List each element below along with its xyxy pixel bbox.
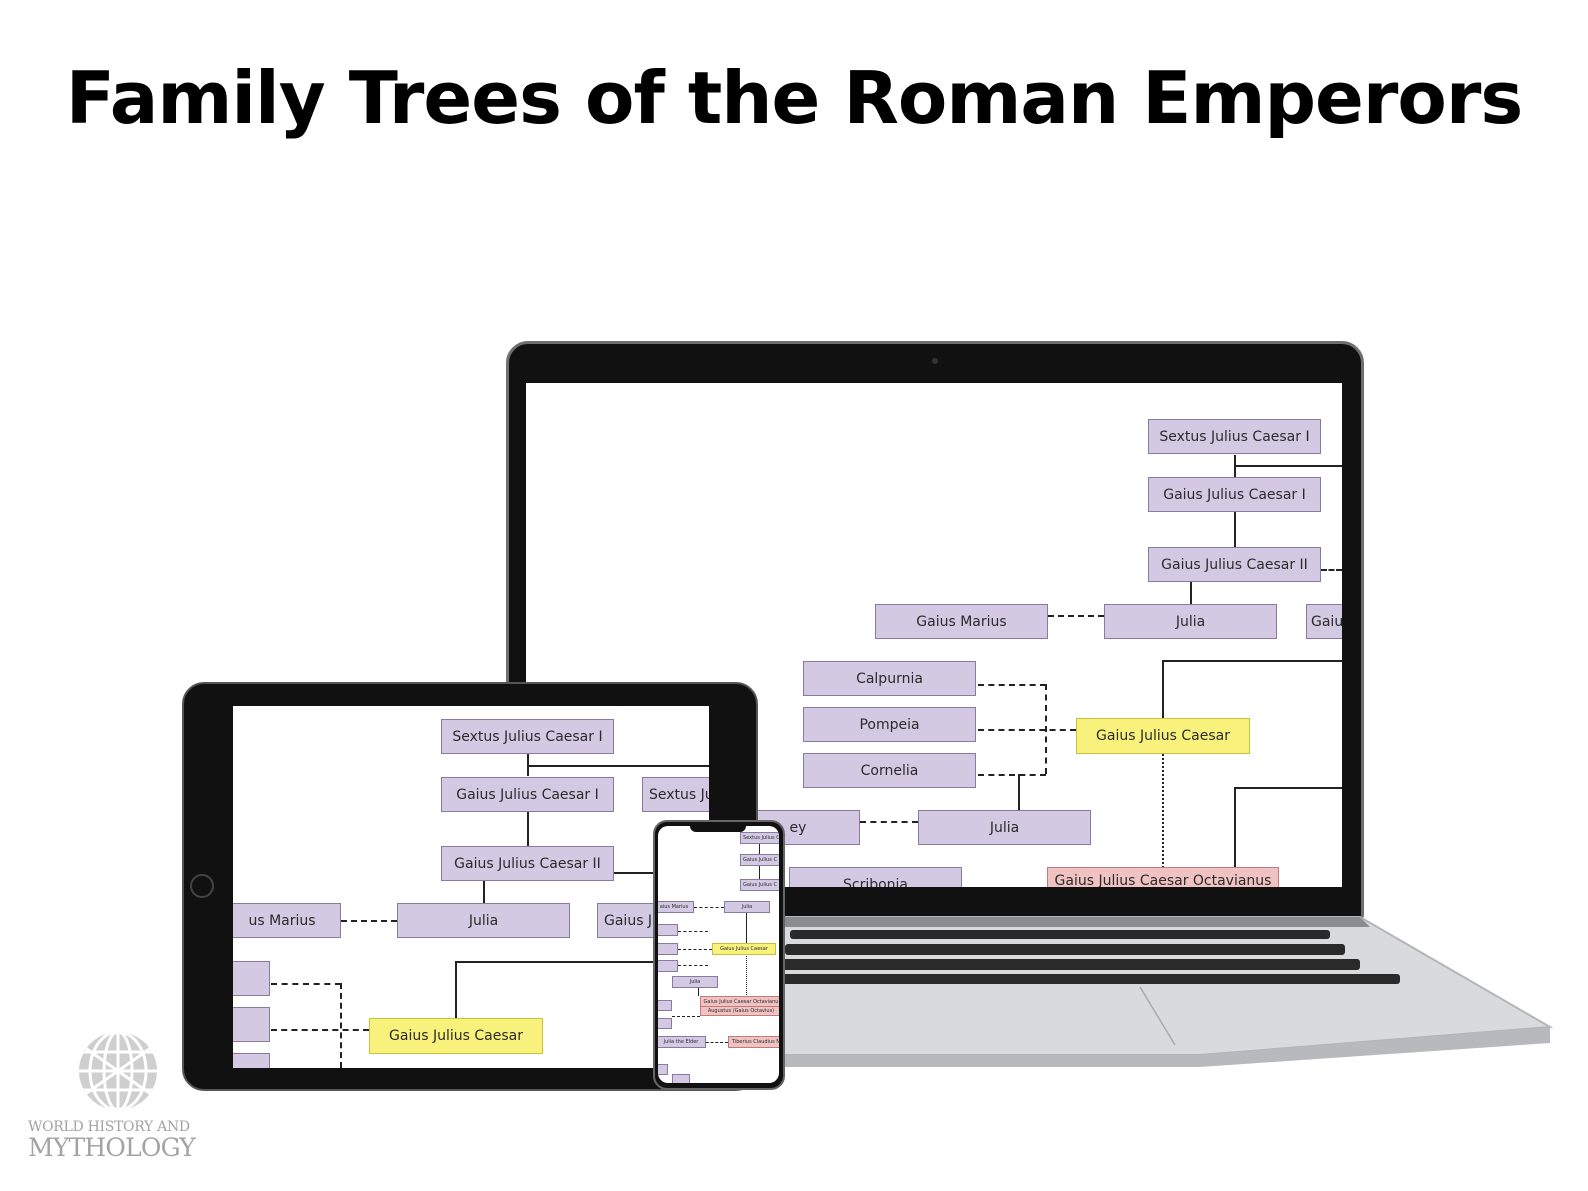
tree-node-left-4[interactable] [658,1000,672,1011]
tree-node-gaius-julius-caesar-i[interactable]: Gaius Julius Caesar I [441,777,614,812]
tree-node-octavianus[interactable]: Gaius Julius Caesar Octavianus [1047,867,1279,887]
tree-node-julia[interactable]: Julia [397,903,570,938]
tree-node-julia[interactable]: Julia [724,901,770,913]
tree-node-sextus-partial[interactable]: Sextus Ju [642,777,709,812]
tablet-home-button [190,874,214,898]
tablet-screen: Sextus Julius Caesar I Gaius Julius Caes… [233,706,709,1068]
tree-node-gaius-julius-caesar[interactable]: Gaius Julius Caesar [1076,718,1250,754]
tree-node-tiberius[interactable]: Tiberius Claudius N [728,1036,779,1048]
tree-node-gaius-julius-caesar-i[interactable]: Gaius Julius Caesar I [1148,477,1321,512]
tree-node-gaius-partial[interactable]: Gaiu [1306,604,1342,639]
tree-node-left-1[interactable] [233,961,270,996]
tree-node-caesar[interactable]: Gaius Julius Caesar [712,943,776,955]
tree-node-gaius-marius[interactable]: Gaius Marius [875,604,1048,639]
tree-node-gaius-i[interactable]: Gaius Julius C [740,854,779,866]
tree-node-gaius-ii[interactable]: Gaius Julius C [740,879,779,891]
tree-node-gaius-julius-caesar[interactable]: Gaius Julius Caesar [369,1018,543,1054]
tree-node-left-2[interactable] [658,943,678,955]
tree-node-julia-the-elder[interactable]: Julia the Elder [658,1036,706,1048]
globe-icon [79,1032,157,1110]
tree-node-cornelia[interactable]: Cornelia [803,753,976,788]
tree-node-pompeia[interactable]: Pompeia [803,707,976,742]
tree-node-gaius-julius-caesar-ii[interactable]: Gaius Julius Caesar II [441,846,614,881]
tree-node-left-5[interactable] [658,1018,672,1029]
phone-notch [690,824,746,832]
page-title: Family Trees of the Roman Emperors [65,56,1523,140]
tree-node-sextus[interactable]: Sextus Julius C [740,832,779,844]
tree-node-left-1[interactable] [658,924,678,936]
tree-node-left-2[interactable] [233,1007,270,1042]
tree-node-sextus-julius-caesar-i[interactable]: Sextus Julius Caesar I [441,719,614,754]
tree-node-marius[interactable]: aius Marius [658,901,694,913]
tree-node-julia-2[interactable]: Julia [672,976,718,988]
tree-node-sextus-julius-caesar-i[interactable]: Sextus Julius Caesar I [1148,419,1321,454]
tree-node-augustus[interactable]: Augustus (Gaius Octavius) [700,1006,779,1016]
tree-node-left-6[interactable] [658,1064,668,1075]
brand-line2: MYTHOLOGY [28,1133,196,1162]
brand-line1: WORLD HISTORY AND [28,1119,190,1135]
phone-screen: Sextus Julius C Gaius Julius C Gaius Jul… [658,826,779,1083]
tree-node-left-3[interactable] [658,960,678,972]
tree-node-julia-2[interactable]: Julia [918,810,1091,845]
tree-node-scribonia[interactable]: Scribonia [789,867,962,887]
laptop-camera [932,358,938,364]
tree-node-gaius-marius-partial[interactable]: us Marius [233,903,341,938]
tree-node-left-7[interactable] [672,1074,690,1083]
tree-node-calpurnia[interactable]: Calpurnia [803,661,976,696]
tree-node-left-3[interactable] [233,1053,270,1068]
tree-node-gaius-julius-caesar-ii[interactable]: Gaius Julius Caesar II [1148,547,1321,582]
tree-node-julia[interactable]: Julia [1104,604,1277,639]
